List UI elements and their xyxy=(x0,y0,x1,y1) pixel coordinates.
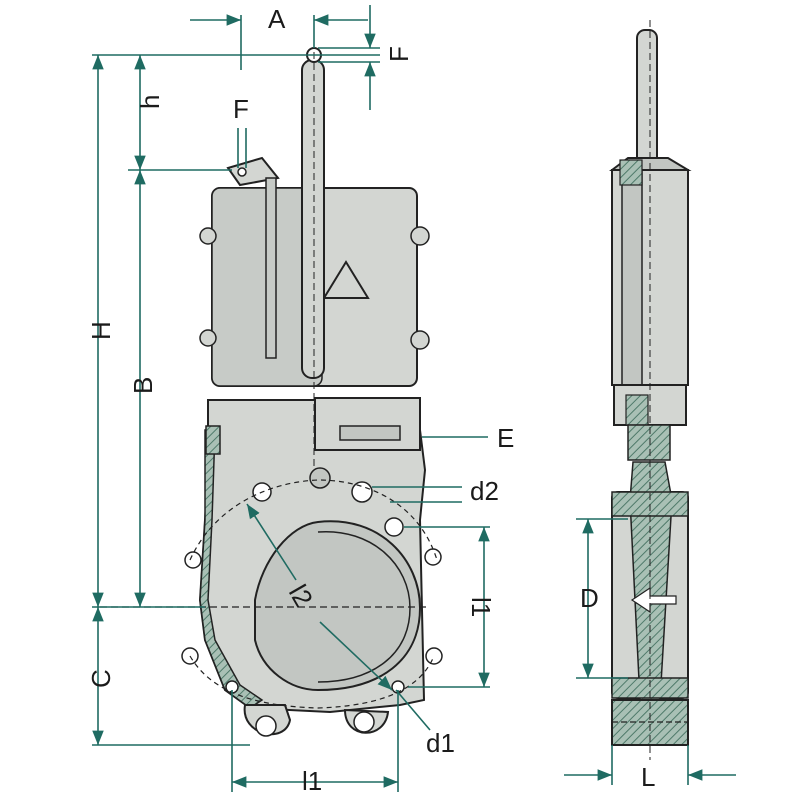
mounting-ear-bottom-left xyxy=(199,329,217,347)
link-rod xyxy=(265,177,277,359)
bore-edge xyxy=(317,531,411,683)
packing-gland xyxy=(339,425,401,441)
label-l1-right: l1 xyxy=(466,597,496,617)
label-A: A xyxy=(268,4,286,34)
bolt-hole-icon xyxy=(181,467,443,737)
label-H: H xyxy=(86,321,116,340)
label-d2: d2 xyxy=(470,476,499,506)
flange-section-left xyxy=(199,429,264,709)
mounting-ear-top-left xyxy=(199,227,217,245)
bolt-circle-lower xyxy=(189,655,435,709)
triangle-icon xyxy=(322,260,370,299)
side-view xyxy=(564,20,736,785)
lever-stem xyxy=(301,59,325,379)
label-F-side: F xyxy=(233,94,249,124)
label-F-top: F xyxy=(384,46,414,62)
label-C: C xyxy=(86,669,116,688)
pivot-pin xyxy=(237,167,247,177)
valve-bore xyxy=(254,520,422,692)
label-l1-bottom: l1 xyxy=(302,766,322,796)
label-E: E xyxy=(497,423,514,453)
side-actuator-inner xyxy=(621,169,643,386)
dimension-l2 xyxy=(246,503,297,581)
label-D: D xyxy=(580,583,599,613)
side-flow-arrow xyxy=(630,586,677,614)
dimension-lines xyxy=(92,5,490,792)
bolt-circle xyxy=(189,479,438,561)
mounting-ear-top-right xyxy=(410,226,430,246)
bonnet-block xyxy=(314,397,421,451)
label-B: B xyxy=(128,377,158,394)
mounting-ear-bottom-right xyxy=(410,330,430,350)
label-L: L xyxy=(641,762,655,792)
label-h: h xyxy=(135,95,165,109)
side-cap-hatch xyxy=(619,159,643,186)
side-yoke-hatch xyxy=(625,394,649,426)
labels: A F F h H B C E d2 l2 l1 d1 l1 D L xyxy=(86,4,655,796)
front-view xyxy=(100,30,443,737)
packing-section-left xyxy=(205,425,221,455)
label-d1: d1 xyxy=(426,728,455,758)
side-gland xyxy=(627,424,671,461)
dimension-d1 xyxy=(319,621,393,691)
